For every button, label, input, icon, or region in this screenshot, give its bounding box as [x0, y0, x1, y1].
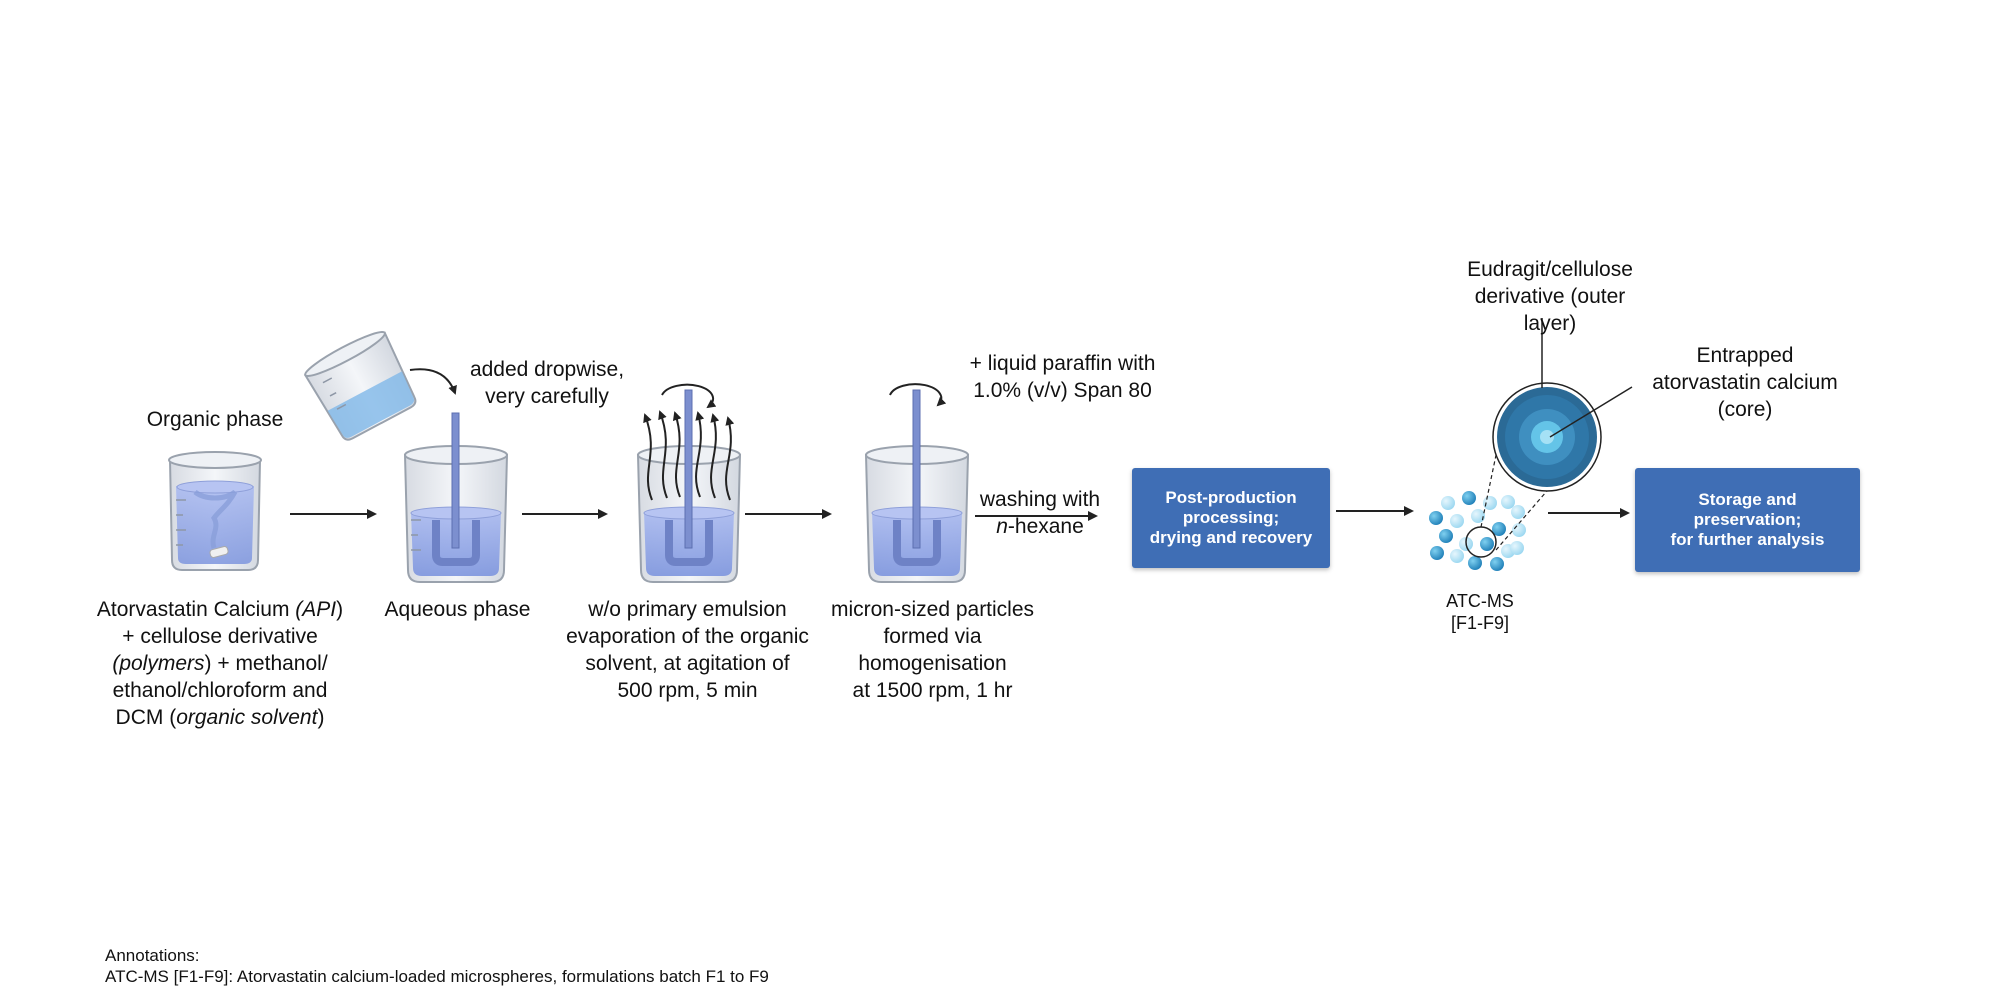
liquid-paraffin-line-2: 1.0% (v/v) Span 80	[973, 379, 1152, 402]
organic-caption-line-4: ethanol/chloroform and	[112, 679, 328, 702]
emulsion-caption-line-2: evaporation of the organic	[566, 625, 809, 648]
magnified-microsphere	[1492, 382, 1602, 492]
particles-caption-line-2: formed via	[883, 625, 982, 648]
annotations-title: Annotations:	[105, 946, 200, 965]
organic-caption-l5a: DCM (	[115, 706, 177, 729]
storage-box: Storage and preservation; for further an…	[1635, 468, 1860, 572]
microspheres-cluster	[1429, 491, 1526, 571]
pouring-beaker	[303, 330, 417, 441]
outer-layer-label: Eudragit/cellulose derivative (outer lay…	[1450, 256, 1650, 337]
washing-label: washing with n-hexane	[960, 486, 1120, 540]
core-pointer	[1549, 386, 1633, 438]
organic-caption-line-5: DCM (organic solvent)	[75, 704, 365, 731]
organic-phase-beaker	[168, 451, 262, 571]
core-label: Entrapped atorvastatin calcium (core)	[1630, 342, 1860, 423]
pour-arrow	[409, 368, 457, 395]
post-production-line-2: processing;	[1182, 508, 1280, 527]
post-production-line-1: Post-production	[1165, 488, 1297, 507]
atc-ms-line-1: ATC-MS	[1446, 591, 1514, 611]
organic-caption-l1a: Atorvastatin Calcium	[96, 598, 296, 621]
emulsion-caption-line-4: 500 rpm, 5 min	[617, 679, 758, 702]
annotations-text: ATC-MS [F1-F9]: Atorvastatin calcium-loa…	[105, 967, 769, 986]
emulsion-beaker	[636, 383, 742, 583]
organic-caption-l5b: organic solvent	[176, 706, 318, 729]
annotations: Annotations: ATC-MS [F1-F9]: Atorvastati…	[105, 945, 1105, 987]
washing-line-2: n-hexane	[960, 513, 1120, 540]
atc-ms-label: ATC-MS [F1-F9]	[1420, 590, 1540, 634]
washing-line-1: washing with	[979, 488, 1101, 511]
core-line-1: Entrapped	[1696, 344, 1794, 367]
post-production-line-3: drying and recovery	[1149, 528, 1313, 547]
added-dropwise-label: added dropwise, very carefully	[452, 356, 642, 410]
particles-caption-line-3: homogenisation	[858, 652, 1007, 675]
core-line-3: (core)	[1717, 398, 1773, 421]
core-line-2: atorvastatin calcium	[1652, 371, 1838, 394]
storage-line-3: for further analysis	[1670, 530, 1825, 549]
aqueous-phase-beaker	[403, 412, 509, 583]
particles-caption: micron-sized particles formed via homoge…	[815, 596, 1050, 704]
storage-line-1: Storage and	[1698, 490, 1797, 509]
organic-caption-l1c: )	[336, 598, 344, 621]
aqueous-caption: Aqueous phase	[384, 598, 531, 621]
organic-phase-title: Organic phase	[146, 408, 284, 431]
atc-ms-line-2: [F1-F9]	[1450, 613, 1509, 633]
organic-caption: Atorvastatin Calcium (API) + cellulose d…	[75, 596, 365, 731]
hexane-suffix: -hexane	[1007, 515, 1084, 538]
particles-caption-line-1: micron-sized particles	[830, 598, 1035, 621]
storage-line-2: preservation;	[1693, 510, 1802, 529]
organic-caption-l3a: (polymers	[112, 652, 205, 675]
post-production-box: Post-production processing; drying and r…	[1132, 468, 1330, 568]
particles-caption-line-4: at 1500 rpm, 1 hr	[852, 679, 1013, 702]
added-dropwise-line-1: added dropwise,	[469, 358, 625, 381]
liquid-paraffin-line-1: + liquid paraffin with	[969, 352, 1156, 375]
organic-caption-line-1: Atorvastatin Calcium (API)	[75, 596, 365, 623]
organic-caption-l1b: (API	[295, 598, 337, 621]
organic-caption-line-3: (polymers) + methanol/	[75, 650, 365, 677]
organic-caption-l5c: )	[317, 706, 325, 729]
organic-caption-l3b: ) + methanol/	[204, 652, 328, 675]
outer-layer-line-2: derivative (outer layer)	[1474, 285, 1626, 335]
emulsion-caption-line-3: solvent, at agitation of	[585, 652, 790, 675]
zoom-line-1	[1480, 411, 1506, 528]
homogenisation-beaker	[864, 383, 970, 583]
zoom-line-2	[1495, 469, 1566, 551]
emulsion-caption-line-1: w/o primary emulsion	[588, 598, 787, 621]
liquid-paraffin-label: + liquid paraffin with 1.0% (v/v) Span 8…	[950, 350, 1175, 404]
organic-caption-line-2: + cellulose derivative	[122, 625, 318, 648]
outer-layer-line-1: Eudragit/cellulose	[1467, 258, 1633, 281]
hexane-prefix: n	[996, 515, 1008, 538]
emulsion-caption: w/o primary emulsion evaporation of the …	[550, 596, 825, 704]
added-dropwise-line-2: very carefully	[485, 385, 609, 408]
